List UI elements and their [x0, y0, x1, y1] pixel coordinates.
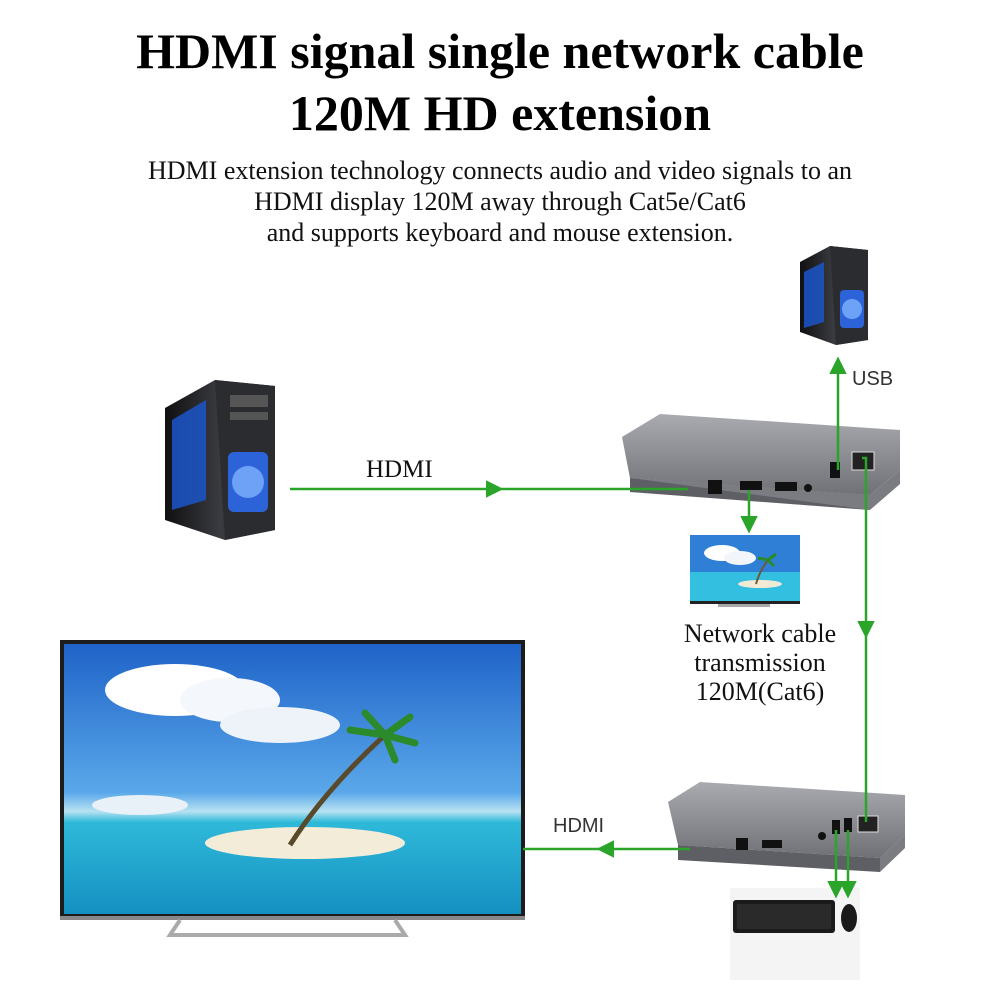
network-caption-line2: transmission	[694, 648, 826, 677]
description-line2: HDMI display 120M away through Cat5e/Cat…	[254, 187, 746, 216]
mouse-icon	[841, 904, 857, 932]
page-title: HDMI signal single network cable	[136, 23, 864, 79]
page-title-line2: 120M HD extension	[288, 85, 712, 141]
network-caption-line1: Network cable	[683, 619, 837, 648]
description-line3: and supports keyboard and mouse extensio…	[266, 218, 734, 247]
usb-label: USB	[852, 368, 894, 390]
hdmi-in-label: HDMI	[366, 456, 433, 483]
network-caption-line3: 120M(Cat6)	[695, 677, 825, 706]
host-pc-icon	[800, 246, 868, 345]
receiver-box-icon	[668, 782, 905, 872]
hdmi-out-label: HDMI	[553, 815, 605, 837]
keyboard-icon	[733, 900, 835, 933]
tv-icon	[60, 640, 525, 937]
description-line1: HDMI extension technology connects audio…	[147, 156, 853, 185]
source-pc-icon	[165, 380, 275, 540]
transmitter-box-icon	[622, 414, 900, 510]
local-monitor-icon	[690, 535, 800, 607]
network-arrow-top	[857, 456, 875, 639]
